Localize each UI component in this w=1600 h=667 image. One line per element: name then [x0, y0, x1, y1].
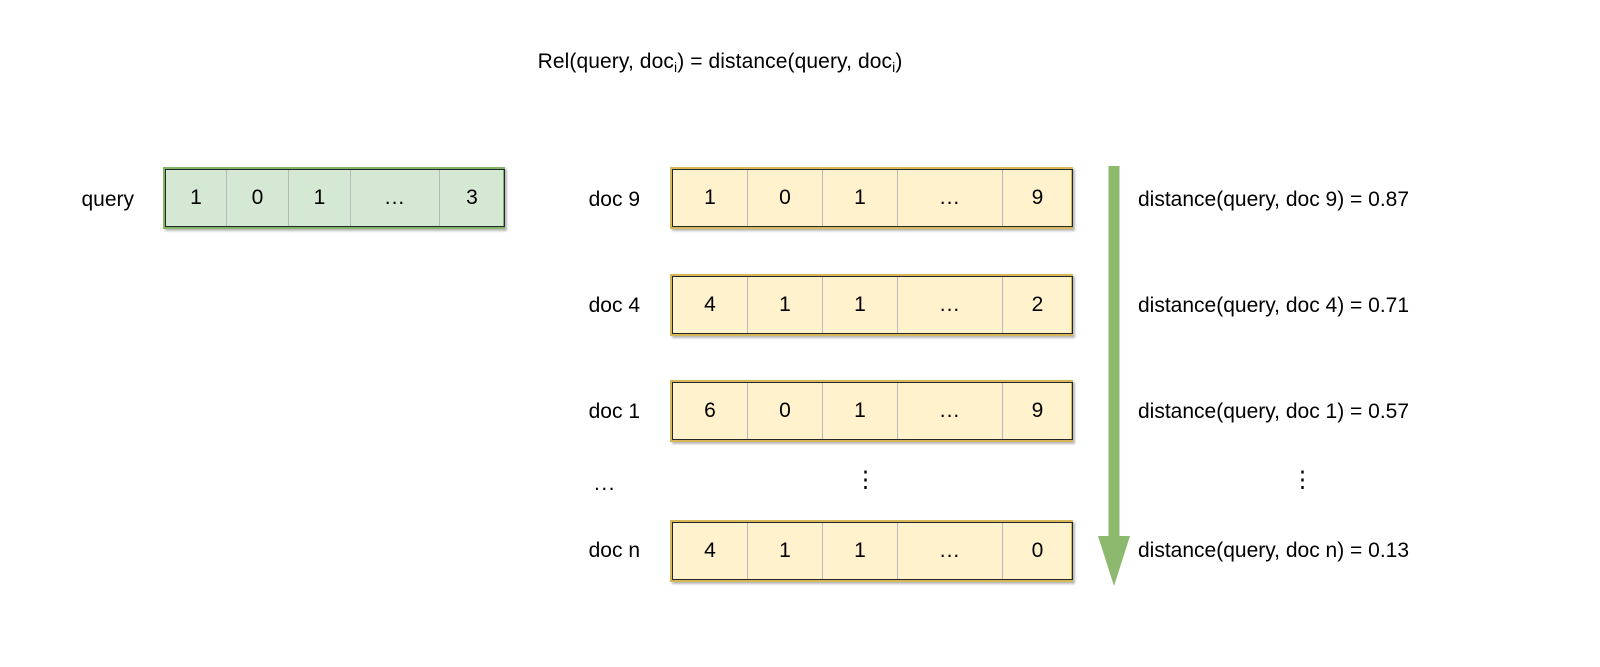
doc-vector: 4 1 1 ... 0 — [670, 520, 1073, 582]
doc-vector-cells: 1 0 1 ... 9 — [672, 169, 1073, 227]
query-row-label: query — [81, 188, 134, 211]
doc-row-label: doc 4 — [588, 294, 640, 317]
doc-cell: 4 — [673, 277, 748, 333]
doc-vector-cells: 4 1 1 ... 0 — [672, 522, 1073, 580]
distance-caption: distance(query, doc 4) = 0.71 — [1138, 294, 1410, 317]
ranking-direction-arrow — [1094, 166, 1134, 588]
title-prefix: Rel(query, doc — [537, 50, 674, 73]
doc-row-label: doc 9 — [588, 188, 640, 211]
title-subscript-1: i — [673, 59, 678, 75]
doc-cell-ellipsis: ... — [898, 277, 1003, 333]
doc-cell: 1 — [823, 383, 898, 439]
query-cell: 0 — [227, 170, 289, 226]
doc-vector-cells: 6 0 1 ... 9 — [672, 382, 1073, 440]
doc-list-ellipsis-label: ... — [594, 472, 617, 495]
doc-vector: 6 0 1 ... 9 — [670, 380, 1073, 442]
doc-vector: 4 1 1 ... 2 — [670, 274, 1073, 336]
doc-vector-column-ellipsis: ⋮ — [854, 466, 877, 492]
query-cell: 1 — [166, 170, 227, 226]
doc-cell-ellipsis: ... — [898, 170, 1003, 226]
doc-cell: 0 — [748, 383, 823, 439]
doc-cell-ellipsis: ... — [898, 383, 1003, 439]
title-suffix: ) — [895, 50, 903, 73]
doc-cell: 6 — [673, 383, 748, 439]
distance-caption-column-ellipsis: ⋮ — [1291, 466, 1314, 492]
doc-cell-ellipsis: ... — [898, 523, 1003, 579]
title-middle: ) = distance(query, doc — [677, 50, 893, 73]
query-cell-ellipsis: ... — [351, 170, 440, 226]
doc-cell: 4 — [673, 523, 748, 579]
query-vector: 1 0 1 ... 3 — [163, 167, 505, 229]
doc-cell: 0 — [1031, 539, 1044, 562]
page-title: Rel(query, doci) = distance(query, doci) — [0, 50, 1440, 74]
query-vector-cells: 1 0 1 ... 3 — [165, 169, 505, 227]
doc-cell: 1 — [748, 523, 823, 579]
doc-cell: 1 — [823, 170, 898, 226]
title-subscript-2: i — [892, 59, 896, 75]
doc-vector: 1 0 1 ... 9 — [670, 167, 1073, 229]
doc-cell: 1 — [823, 277, 898, 333]
doc-row-label: doc n — [588, 539, 640, 562]
doc-cell: 1 — [823, 523, 898, 579]
down-arrow-icon — [1098, 166, 1130, 586]
distance-caption: distance(query, doc 9) = 0.87 — [1138, 188, 1410, 211]
doc-vector-cells: 4 1 1 ... 2 — [672, 276, 1073, 334]
query-cell: 3 — [466, 186, 478, 209]
doc-cell: 1 — [673, 170, 748, 226]
distance-caption: distance(query, doc 1) = 0.57 — [1138, 400, 1410, 423]
distance-caption: distance(query, doc n) = 0.13 — [1138, 539, 1410, 562]
doc-row-label: doc 1 — [588, 400, 640, 423]
doc-cell: 9 — [1031, 399, 1044, 422]
doc-cell: 9 — [1031, 186, 1044, 209]
doc-cell: 2 — [1031, 293, 1044, 316]
doc-cell: 1 — [748, 277, 823, 333]
query-cell: 1 — [289, 170, 351, 226]
doc-cell: 0 — [748, 170, 823, 226]
